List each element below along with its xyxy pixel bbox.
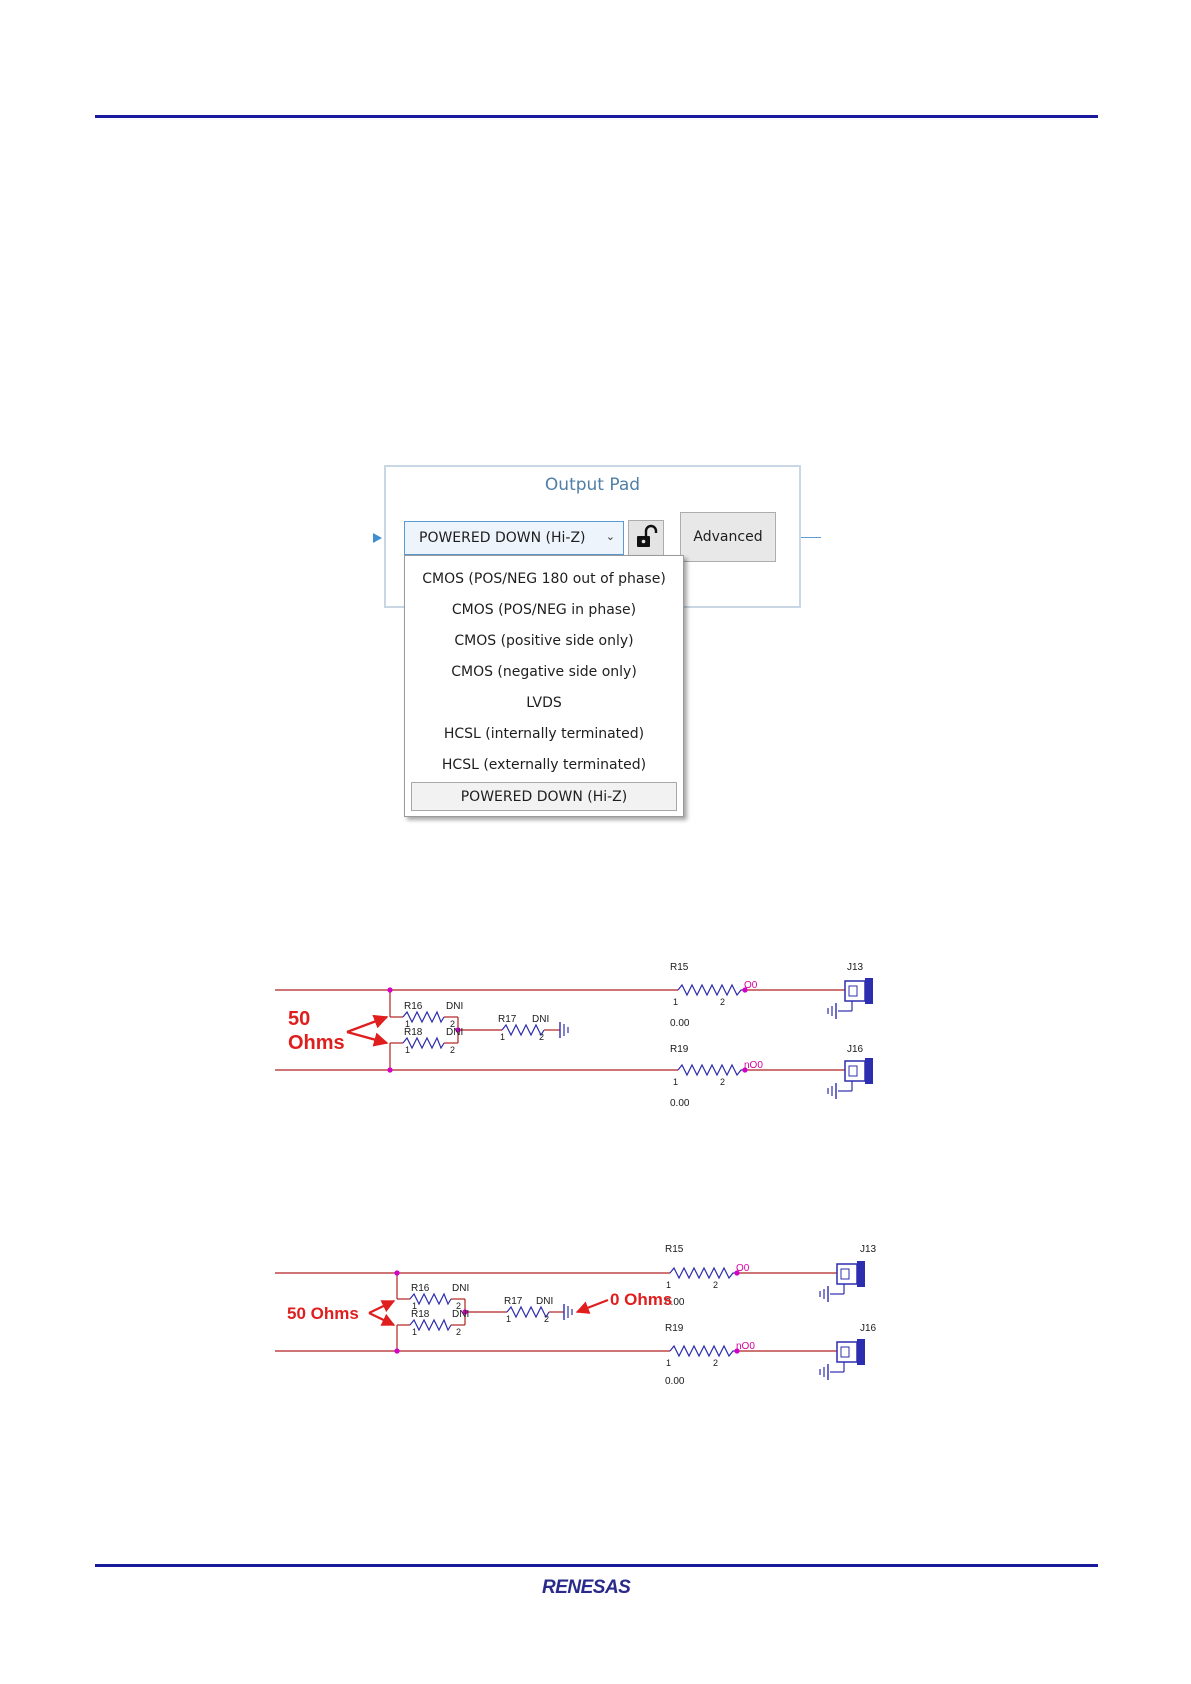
- output-mode-dropdown: CMOS (POS/NEG 180 out of phase) CMOS (PO…: [404, 555, 684, 817]
- annotation-ohms: Ohms: [288, 1032, 345, 1054]
- chevron-down-icon: ⌄: [605, 530, 615, 543]
- label-r19: R19: [665, 1323, 684, 1334]
- input-arrow-icon: [373, 533, 382, 543]
- pin-r17-1: 1: [500, 1032, 505, 1042]
- label-j13: J13: [860, 1244, 877, 1255]
- sma-connector-j13: [827, 978, 873, 1019]
- annotation-50: 50: [288, 1008, 310, 1030]
- output-mode-select[interactable]: POWERED DOWN (Hi-Z) ⌄: [404, 521, 624, 555]
- label-r18-dni: DNI: [452, 1309, 469, 1320]
- header-rule: [95, 115, 1098, 118]
- net-no0: nO0: [736, 1341, 755, 1352]
- pin-r15-2: 2: [720, 997, 725, 1007]
- sma-connector-j16: [819, 1339, 865, 1380]
- option-powered-down[interactable]: POWERED DOWN (Hi-Z): [411, 782, 677, 811]
- label-r17: R17: [498, 1014, 517, 1025]
- label-j13: J13: [847, 962, 864, 973]
- sma-connector-j13: [819, 1261, 865, 1302]
- value-r19: 0.00: [665, 1376, 685, 1387]
- lock-toggle-button[interactable]: [628, 520, 664, 556]
- schematic-bottom: R15 1 2 0.00 O0 J13 R19 1 2 0.00 nO0 J16…: [275, 1244, 877, 1387]
- option-cmos-positive[interactable]: CMOS (positive side only): [454, 633, 634, 649]
- label-j16: J16: [860, 1323, 877, 1334]
- option-lvds[interactable]: LVDS: [526, 695, 562, 711]
- pin-r18-2: 2: [450, 1045, 455, 1055]
- pin-r16-1: 1: [405, 1019, 410, 1029]
- label-r18-dni: DNI: [446, 1027, 463, 1038]
- pin-r16-2: 2: [450, 1019, 455, 1029]
- net-o0: O0: [736, 1263, 750, 1274]
- pin-r15-1: 1: [673, 997, 678, 1007]
- pin-r17-2: 2: [539, 1032, 544, 1042]
- option-hcsl-internal[interactable]: HCSL (internally terminated): [443, 726, 645, 742]
- sma-connector-j16: [827, 1058, 873, 1099]
- pin-r19-1: 1: [673, 1077, 678, 1087]
- label-r18: R18: [411, 1309, 430, 1320]
- pin-r16-1: 1: [412, 1301, 417, 1311]
- output-mode-value: POWERED DOWN (Hi-Z): [419, 530, 586, 546]
- label-j16: J16: [847, 1044, 864, 1055]
- label-r16-dni: DNI: [446, 1001, 463, 1012]
- net-o0: O0: [744, 980, 758, 991]
- annotation-50-ohms: 50 Ohms: [287, 1304, 359, 1323]
- option-cmos-180[interactable]: CMOS (POS/NEG 180 out of phase): [422, 571, 666, 587]
- label-r17: R17: [504, 1296, 523, 1307]
- pin-r19-2: 2: [713, 1358, 718, 1368]
- label-r16-dni: DNI: [452, 1283, 469, 1294]
- unlock-icon: [637, 524, 658, 547]
- pin-r17-2: 2: [544, 1314, 549, 1324]
- annotation-0-ohms: 0 Ohms: [610, 1290, 672, 1309]
- pin-r19-1: 1: [666, 1358, 671, 1368]
- pin-r17-1: 1: [506, 1314, 511, 1324]
- pin-r19-2: 2: [720, 1077, 725, 1087]
- label-r15: R15: [665, 1244, 684, 1255]
- pin-r18-1: 1: [412, 1327, 417, 1337]
- pin-r18-1: 1: [405, 1045, 410, 1055]
- label-r18: R18: [404, 1027, 423, 1038]
- option-cmos-in-phase[interactable]: CMOS (POS/NEG in phase): [451, 602, 637, 618]
- advanced-button[interactable]: Advanced: [680, 512, 776, 562]
- option-cmos-negative[interactable]: CMOS (negative side only): [451, 664, 637, 680]
- label-r17-dni: DNI: [536, 1296, 553, 1307]
- value-r15: 0.00: [670, 1018, 690, 1029]
- pin-r16-2: 2: [456, 1301, 461, 1311]
- pin-r15-2: 2: [713, 1280, 718, 1290]
- value-r15: 0.00: [665, 1297, 685, 1308]
- value-r19: 0.00: [670, 1098, 690, 1109]
- net-no0: nO0: [744, 1060, 763, 1071]
- label-r16: R16: [411, 1283, 430, 1294]
- option-hcsl-external[interactable]: HCSL (externally terminated): [441, 757, 647, 773]
- label-r16: R16: [404, 1001, 423, 1012]
- renesas-logo: RENESAS: [542, 1577, 632, 1598]
- output-connector-line: [801, 537, 821, 538]
- pin-r18-2: 2: [456, 1327, 461, 1337]
- schematic-top: R15 1 2 0.00 O0 J13 R19 1 2 0.00 nO0 J16…: [275, 962, 873, 1109]
- footer-rule: [95, 1564, 1098, 1567]
- label-r19: R19: [670, 1044, 689, 1055]
- svg-text:RENESAS: RENESAS: [542, 1577, 631, 1598]
- output-pad-title: Output Pad: [544, 475, 641, 495]
- pin-r15-1: 1: [666, 1280, 671, 1290]
- label-r15: R15: [670, 962, 689, 973]
- label-r17-dni: DNI: [532, 1014, 549, 1025]
